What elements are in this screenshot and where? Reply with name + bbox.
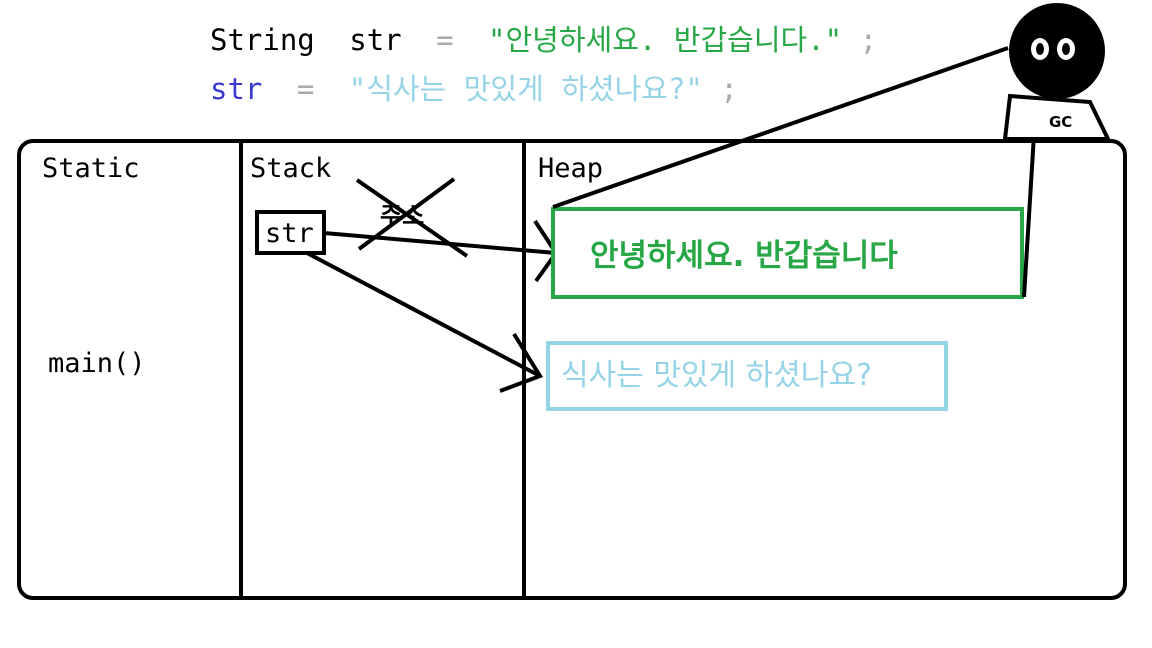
- gc-head: [1009, 3, 1105, 99]
- heap-label: Heap: [538, 153, 603, 184]
- string-literal-new: "식사는 맛있게 하셨나요?": [349, 72, 703, 106]
- stack-variable-box: [255, 210, 326, 255]
- semicolon: ;: [720, 72, 737, 106]
- semicolon: ;: [860, 23, 877, 57]
- assign-operator: =: [436, 23, 453, 57]
- gc-label: GC: [1049, 113, 1072, 131]
- reference-arrow-new: [306, 251, 541, 378]
- memory-frame: [17, 139, 1127, 600]
- code-line-2: str = "식사는 맛있게 하셨나요?" ;: [210, 72, 738, 106]
- variable-name: str: [210, 72, 262, 106]
- heap-object-new-text: 식사는 맛있게 하셨나요?: [561, 358, 872, 393]
- gc-body: [1002, 93, 1112, 141]
- variable-name: str: [349, 23, 401, 57]
- gc-pupil-left: [1036, 43, 1044, 55]
- stack-variable-label: str: [265, 218, 314, 249]
- reference-arrow-new-head: [499, 332, 543, 393]
- heap-object-old: [551, 207, 1024, 299]
- heap-object-old-text: 안녕하세요. 반갑습니다: [590, 238, 898, 274]
- assign-operator: =: [297, 72, 314, 106]
- type-keyword: String: [210, 23, 315, 57]
- static-label: Static: [42, 153, 140, 184]
- gc-arm-left: [552, 46, 1009, 209]
- code-line-1: String str = "안녕하세요. 반갑습니다." ;: [210, 23, 877, 57]
- gc-character: GC: [1002, 3, 1112, 141]
- string-literal-old: "안녕하세요. 반갑습니다.": [488, 23, 842, 57]
- heap-object-new: [546, 341, 948, 411]
- reference-arrow-old: [323, 231, 557, 255]
- main-method-label: main(): [48, 348, 146, 379]
- stack-label: Stack: [250, 153, 331, 184]
- gc-pupil-right: [1062, 43, 1070, 55]
